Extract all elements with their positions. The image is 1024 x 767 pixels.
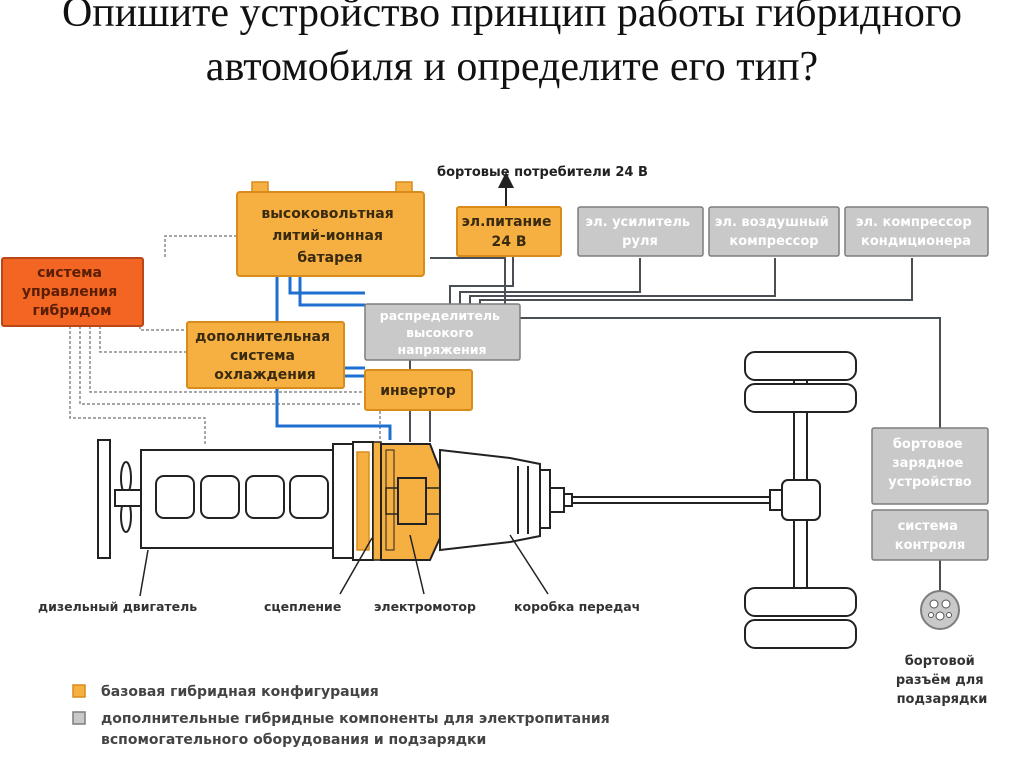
motor-label: электромотор xyxy=(374,599,476,614)
distributor-label: распределитель высокого напряжения xyxy=(380,308,504,357)
ac-compressor-box xyxy=(844,206,989,257)
clutch-label: сцепление xyxy=(264,599,341,614)
heading-line-2: автомобиля и определите его тип? xyxy=(205,44,819,90)
legend-extra-label: дополнительные гибридные компоненты для … xyxy=(101,711,615,748)
legend-base-label: базовая гибридная конфигурация xyxy=(101,684,379,700)
power24-box xyxy=(456,206,562,257)
control-lines xyxy=(69,235,381,445)
battery-box xyxy=(236,191,425,277)
charging-socket-icon xyxy=(920,590,960,630)
inverter-box xyxy=(364,369,473,411)
charger-label: бортовое зарядное устройство xyxy=(888,437,972,490)
ac-compressor-label: эл. компрессор кондиционера xyxy=(856,215,976,249)
diesel-engine-illustration xyxy=(97,439,354,559)
high-voltage-lines xyxy=(275,276,392,440)
socket-label: бортовой разъём для подзарядки xyxy=(896,654,988,707)
air-compressor-label: эл. воздушный компрессор xyxy=(715,215,834,249)
power24-label: эл.питание 24 В xyxy=(462,214,557,250)
axle-illustration xyxy=(744,351,857,649)
control-system-label: система управления гибридом xyxy=(22,265,122,319)
legend-swatch-extra xyxy=(72,711,86,725)
consumers-label: бортовые потребители 24 В xyxy=(437,165,648,180)
cooling-label: дополнительная система охлаждения xyxy=(195,329,335,383)
engine-label: дизельный двигатель xyxy=(38,599,197,614)
control-system-box xyxy=(1,257,144,327)
cooling-box xyxy=(186,321,345,389)
drive-shaft-illustration xyxy=(572,489,783,511)
legend: базовая гибридная конфигурация дополните… xyxy=(72,684,615,748)
heading-line-1: Опишите устройство принцип работы гибрид… xyxy=(61,0,963,36)
gearbox-illustration xyxy=(439,448,573,552)
monitor-label: система контроля xyxy=(895,519,965,553)
steering-box xyxy=(577,206,704,257)
auxiliary-lines xyxy=(409,256,941,592)
steering-label: эл. усилитель руля xyxy=(585,215,694,249)
gearbox-label: коробка передач xyxy=(514,599,640,614)
distributor-box xyxy=(364,303,521,361)
battery-label: высоковольтная литий-ионная батарея xyxy=(261,206,398,266)
inverter-label: инвертор xyxy=(380,383,456,399)
pointer-lines xyxy=(139,534,549,597)
legend-swatch-base xyxy=(72,684,86,698)
charger-box xyxy=(871,427,989,505)
electric-motor-illustration xyxy=(352,441,441,561)
air-compressor-box xyxy=(708,206,840,257)
monitor-box xyxy=(871,509,989,561)
